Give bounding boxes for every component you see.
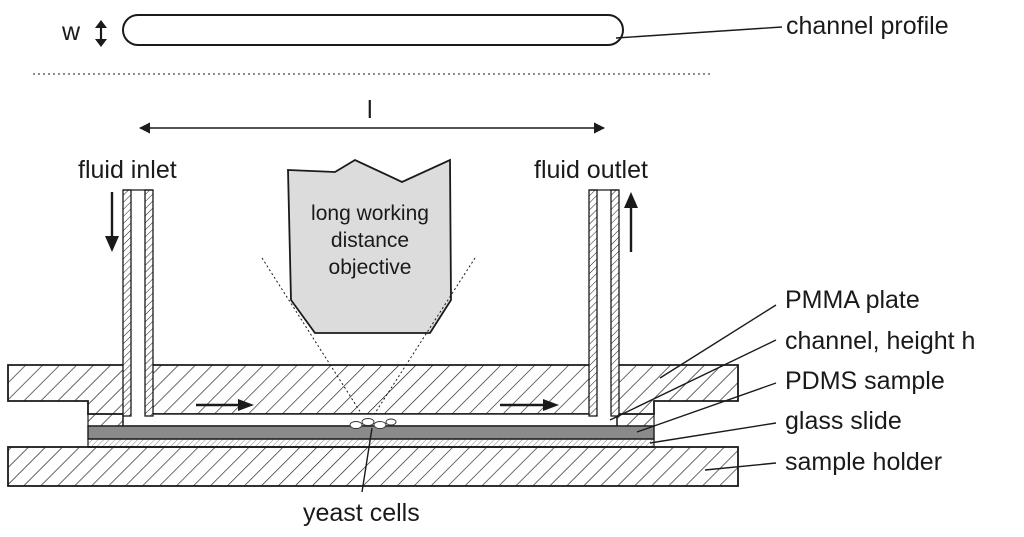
- inlet-down-arrow-icon: [105, 192, 119, 252]
- yeast-cells-leader: [361, 427, 373, 493]
- channel-height-leader: [609, 339, 777, 421]
- inlet-tube: [122, 189, 154, 417]
- channel-profile-leader: [615, 26, 783, 39]
- pmma-plate-leader: [659, 304, 777, 379]
- objective-label-line3: objective: [329, 256, 412, 279]
- sample-holder: [7, 446, 739, 487]
- width-label: w: [61, 18, 81, 46]
- fluid-outlet-label: fluid outlet: [534, 156, 648, 184]
- channel-profile-shape: [122, 14, 624, 46]
- channel-profile-label: channel profile: [786, 12, 949, 40]
- flow-arrow-right-icon: [500, 399, 559, 411]
- flow-arrow-left-icon: [196, 399, 254, 411]
- glass-slide-leader: [649, 422, 777, 444]
- width-arrow-icon: [95, 20, 107, 47]
- objective-body: [287, 158, 452, 334]
- pdms-sample-label: PDMS sample: [785, 367, 945, 395]
- yeast-cells: [349, 418, 397, 429]
- light-cone-right: [367, 257, 476, 425]
- sample-holder-label: sample holder: [785, 448, 942, 476]
- light-cone-left: [261, 257, 369, 425]
- length-label: l: [367, 96, 373, 124]
- fluid-inlet-label: fluid inlet: [78, 156, 177, 184]
- channel-height-label: channel, height h: [785, 327, 975, 355]
- yeast-cells-label: yeast cells: [303, 499, 420, 527]
- glass-slide: [87, 438, 655, 448]
- outlet-tube: [588, 189, 620, 417]
- glass-slide-label: glass slide: [785, 407, 902, 435]
- pdms-sample-leader: [636, 382, 777, 433]
- pmma-plate: [7, 364, 739, 415]
- outlet-up-arrow-icon: [624, 192, 638, 252]
- sample-holder-leader: [704, 462, 777, 471]
- pmma-plate-label: PMMA plate: [785, 286, 920, 314]
- objective-label-line2: distance: [331, 229, 409, 252]
- objective-label-line1: long working: [311, 202, 429, 225]
